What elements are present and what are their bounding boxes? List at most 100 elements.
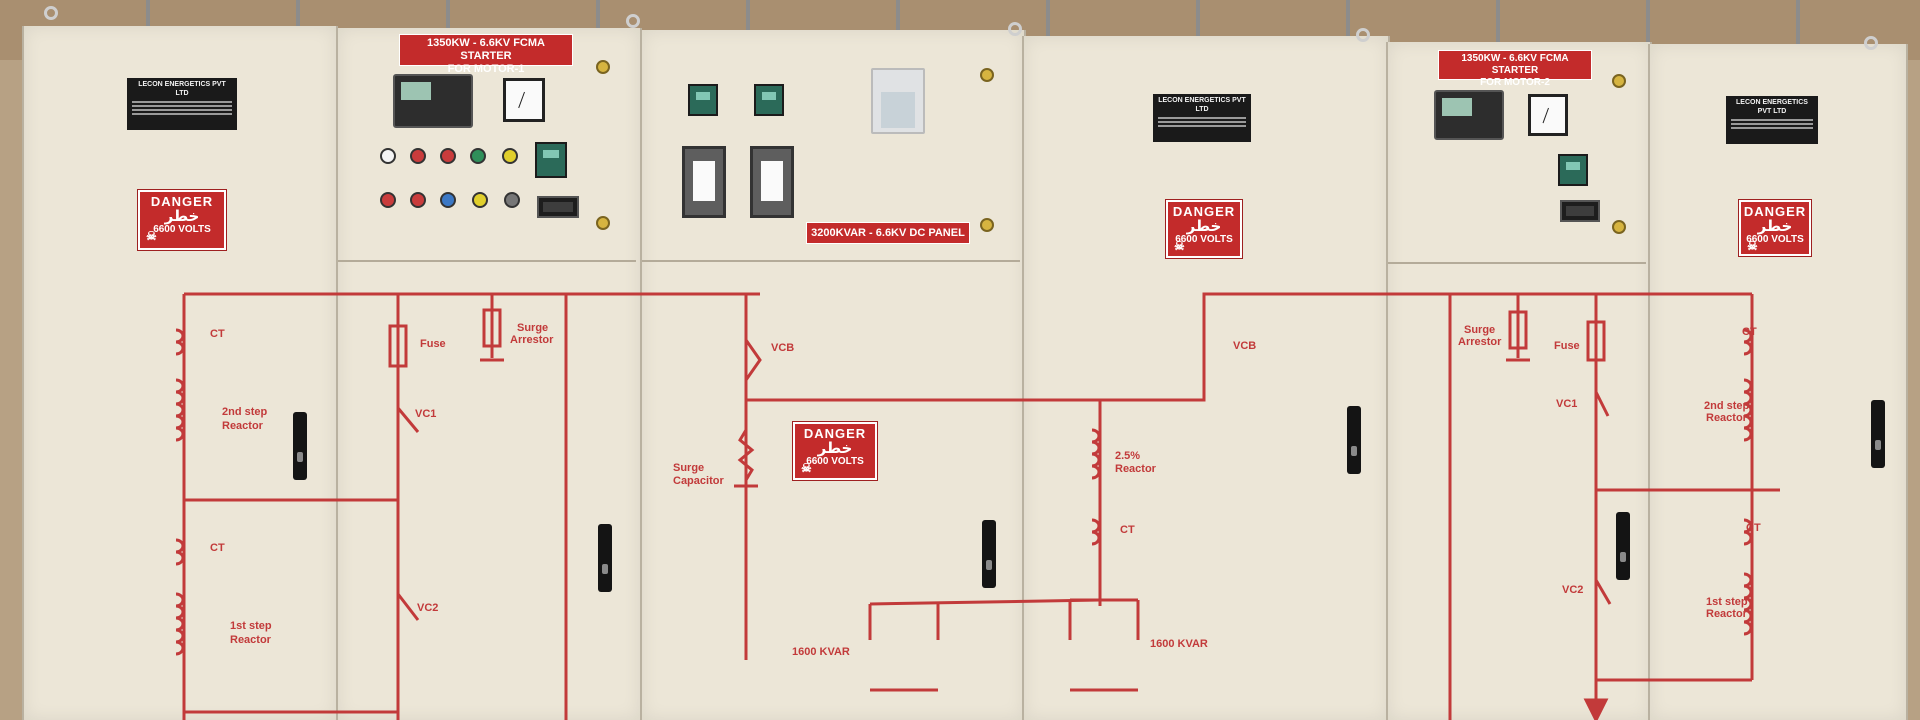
- danger-4-arabic: خطر: [1757, 217, 1793, 235]
- title-motor-2-line2: FOR MOTOR-2: [1480, 77, 1550, 88]
- lifting-eye: [1008, 22, 1022, 36]
- ct-3-coil: [1091, 518, 1101, 546]
- danger-sign-3: DANGER خطر 6600 VOLTS ☠: [1165, 199, 1243, 259]
- indicator-module-3: [754, 84, 784, 116]
- power-factor-controller: [871, 68, 925, 134]
- fuse-1-symbol: [388, 324, 408, 368]
- door-handle-5[interactable]: [1616, 512, 1630, 580]
- label-vc2-2: VC2: [1562, 584, 1584, 596]
- door-bolt: [596, 216, 610, 230]
- reactor-2b-coil: [1743, 378, 1753, 442]
- label-reactor-pct-a: 2.5%: [1115, 450, 1141, 462]
- nameplate-1: LECON ENERGETICS PVT LTD: [127, 78, 237, 130]
- door-seam-2: [338, 260, 636, 262]
- label-surge-arrestor-2a: Surge: [1464, 324, 1496, 336]
- label-reactor2-2b: Reactor: [1706, 412, 1747, 424]
- nameplate-1-company: LECON ENERGETICS PVT LTD: [138, 81, 226, 97]
- danger-4-voltage: 6600 VOLTS: [1746, 234, 1804, 245]
- label-vcb-1: VCB: [771, 342, 795, 354]
- reactor-1-coil: [175, 592, 185, 656]
- selector-switch[interactable]: [504, 192, 520, 208]
- indicator-lamp: [440, 148, 456, 164]
- label-vc1-1: VC1: [415, 408, 437, 420]
- vc1-2-switch: [1594, 391, 1610, 417]
- capacitor-bus-1: [869, 598, 1101, 606]
- analog-meter-1: [682, 146, 726, 218]
- arrestor-1-symbol: [482, 308, 502, 348]
- ct-5-coil: [1743, 518, 1753, 546]
- label-ct-5: CT: [1746, 522, 1761, 534]
- bus-line-mid: [746, 292, 1752, 402]
- reactor-2-coil: [175, 378, 185, 442]
- door-seam-5: [1388, 262, 1646, 264]
- vc2-2-switch: [1594, 579, 1612, 605]
- title-motor-2-line1: 1350KW - 6.6KV FCMA STARTER: [1461, 53, 1569, 76]
- danger-2-arabic: خطر: [817, 439, 853, 457]
- label-vc1-2: VC1: [1556, 398, 1578, 410]
- label-vcb-2: VCB: [1233, 340, 1257, 352]
- push-button[interactable]: [440, 192, 456, 208]
- skull-icon: ☠: [801, 461, 812, 475]
- danger-sign-1: DANGER خطر 6600 VOLTS ☠: [137, 189, 227, 251]
- label-fuse-1: Fuse: [420, 338, 446, 350]
- label-reactor1-line1: 1st step: [230, 620, 272, 632]
- nameplate-3: LECON ENERGETICS PVT LTD: [1726, 96, 1818, 144]
- push-button[interactable]: [472, 192, 488, 208]
- danger-4-heading: DANGER: [1743, 204, 1807, 219]
- ct-1-coil: [175, 328, 185, 356]
- analog-meter-2: [750, 146, 794, 218]
- nameplate-2-company: LECON ENERGETICS PVT LTD: [1158, 97, 1246, 113]
- label-kvar-2: 1600 KVAR: [1150, 638, 1208, 650]
- door-bolt: [980, 68, 994, 82]
- skull-icon: ☠: [1174, 239, 1185, 253]
- label-reactor1-2a: 1st step: [1706, 596, 1748, 608]
- lifting-eye: [1356, 28, 1370, 42]
- label-ct-4: CT: [1742, 326, 1757, 338]
- panel-5: [1386, 42, 1652, 720]
- reactor-2p5-coil: [1091, 428, 1101, 480]
- ammeter-2: [1528, 94, 1568, 136]
- counter-1: [537, 196, 579, 218]
- door-handle-4[interactable]: [1347, 406, 1361, 474]
- indicator-module-1: [535, 142, 567, 178]
- title-plate-motor-1: 1350KW - 6.6KV FCMA STARTER FOR MOTOR-1: [399, 34, 573, 75]
- danger-2-voltage: 6600 VOLTS: [806, 456, 864, 467]
- panel-2: [336, 28, 642, 720]
- emergency-stop-button[interactable]: [410, 192, 426, 208]
- label-reactor-pct-b: Reactor: [1115, 463, 1156, 475]
- lifting-eye: [1864, 36, 1878, 50]
- danger-3-arabic: خطر: [1186, 217, 1222, 235]
- ct-4-coil: [1743, 328, 1753, 356]
- danger-sign-2: DANGER خطر 6600 VOLTS ☠: [792, 421, 878, 481]
- indicator-module-4: [1558, 154, 1588, 186]
- label-fuse-2: Fuse: [1554, 340, 1580, 352]
- title-motor-1-line1: 1350KW - 6.6KV FCMA STARTER: [427, 37, 545, 62]
- ammeter-1: [503, 78, 545, 122]
- motor-protection-relay-1: [393, 74, 473, 128]
- door-handle-6[interactable]: [1871, 400, 1885, 468]
- label-reactor1-2b: Reactor: [1706, 608, 1747, 620]
- danger-sign-4: DANGER خطر 6600 VOLTS ☠: [1738, 199, 1812, 257]
- door-handle-2[interactable]: [598, 524, 612, 592]
- push-button[interactable]: [380, 192, 396, 208]
- label-surge-arrestor-1b: Arrestor: [510, 334, 554, 346]
- panel-6: [1648, 44, 1908, 720]
- nameplate-3-company: LECON ENERGETICS PVT LTD: [1736, 99, 1808, 115]
- label-surge-capacitor-b: Capacitor: [673, 475, 724, 487]
- fuse-2-symbol: [1586, 320, 1606, 362]
- indicator-module-2: [688, 84, 718, 116]
- skull-icon: ☠: [1747, 239, 1758, 253]
- danger-2-heading: DANGER: [803, 426, 867, 441]
- label-surge-capacitor-a: Surge: [673, 462, 705, 474]
- indicator-lamp: [502, 148, 518, 164]
- label-reactor2-2a: 2nd step: [1704, 400, 1750, 412]
- label-ct-1: CT: [210, 328, 225, 340]
- lifting-eye: [626, 14, 640, 28]
- arrestor-2-symbol: [1508, 310, 1528, 350]
- door-handle-3[interactable]: [982, 520, 996, 588]
- door-handle-1[interactable]: [293, 412, 307, 480]
- title-plate-dc-panel: 3200KVAR - 6.6KV DC PANEL: [806, 222, 970, 244]
- label-vc2-1: VC2: [417, 602, 439, 614]
